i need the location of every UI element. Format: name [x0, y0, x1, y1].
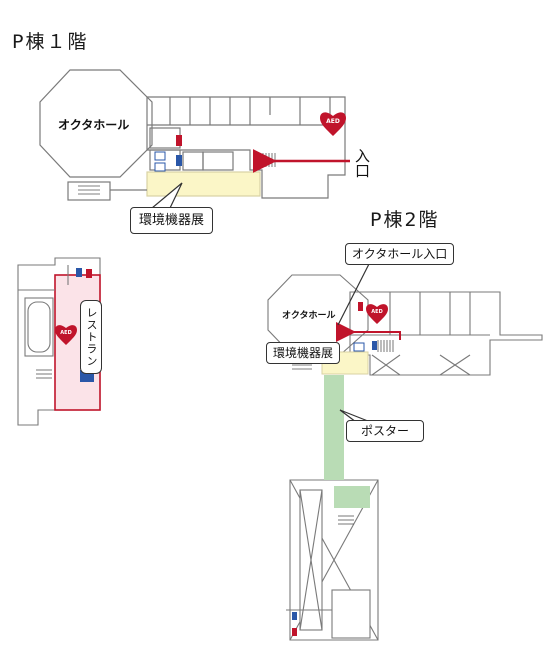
- floor2-title: P棟2階: [370, 209, 440, 231]
- floor1-octa-hall: [39, 69, 153, 178]
- restaurant-restroom-icon: [86, 269, 92, 278]
- restaurant-label: レストラン: [80, 300, 102, 374]
- floor2-south-restroom-male-icon: [292, 612, 297, 620]
- restaurant-aed-icon: [55, 325, 77, 345]
- restaurant-plan: [17, 257, 101, 426]
- floor2-entrance-pointer: [337, 261, 371, 326]
- floor1-restroom-male-icon: [176, 155, 182, 166]
- floor2-route-path: [336, 322, 401, 342]
- floor2-poster-corridor: [324, 375, 344, 480]
- floor1-plan: [39, 69, 346, 201]
- floor1-aed-icon: [320, 112, 346, 136]
- floor2-restroom-female-icon: [358, 302, 363, 311]
- floor2-restroom-male-icon: [372, 341, 377, 350]
- floor2-accessible-icon: [353, 342, 365, 352]
- floor1-entrance-label: 入口: [353, 148, 371, 178]
- floor2-poster-area: [334, 486, 370, 508]
- floor1-exhibit-area: [146, 171, 261, 197]
- floor2-aed-icon: [366, 304, 388, 324]
- floor2-entrance-callout: オクタホール入口: [345, 243, 455, 265]
- floor1-exhibit-callout: 環境機器展: [130, 207, 214, 234]
- floor1-accessible-icon-2: [154, 162, 166, 172]
- floor1-restroom-female-icon: [176, 135, 182, 146]
- floor1-hall-label: オクタホール: [58, 118, 130, 132]
- floor1-aed-text: AED: [326, 118, 340, 125]
- floor1-title: P棟１階: [12, 31, 89, 53]
- floor2-poster-callout: ポスター: [346, 420, 425, 442]
- floor2-hall-label: オクタホール: [282, 311, 336, 321]
- floor1-accessible-icon-1: [154, 151, 166, 161]
- floor2-plan: [267, 274, 543, 641]
- restaurant-restroom-male-icon: [76, 268, 82, 277]
- floor2-aed-text: AED: [371, 309, 382, 315]
- floor2-exhibit-callout: 環境機器展: [266, 342, 341, 364]
- floor2-south-restroom-female-icon: [292, 628, 297, 636]
- restaurant-aed-text: AED: [60, 330, 71, 336]
